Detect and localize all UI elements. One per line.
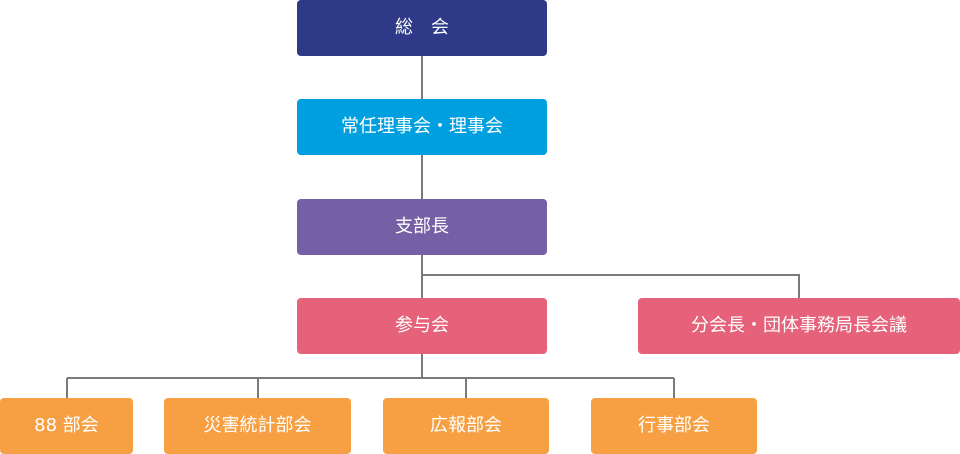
node-committee-public-relations-label: 広報部会: [430, 415, 502, 436]
node-committee-events-label: 行事部会: [638, 415, 710, 436]
node-standing-board-label: 常任理事会・理事会: [341, 116, 503, 137]
node-councilors: 参与会: [297, 298, 547, 354]
node-division-chiefs-meeting-label: 分会長・団体事務局長会議: [691, 315, 907, 336]
node-standing-board: 常任理事会・理事会: [297, 99, 547, 155]
node-division-chiefs-meeting: 分会長・団体事務局長会議: [638, 298, 960, 354]
node-branch-chief: 支部長: [297, 199, 547, 255]
node-committee-events: 行事部会: [591, 398, 757, 454]
node-branch-chief-label: 支部長: [395, 216, 449, 237]
node-committee-public-relations: 広報部会: [383, 398, 549, 454]
node-committee-88-label: 88 部会: [34, 415, 99, 436]
node-committee-88: 88 部会: [0, 398, 133, 454]
node-committee-disaster-statistics: 災害統計部会: [164, 398, 351, 454]
node-general-assembly-label: 総 会: [395, 17, 449, 38]
node-general-assembly: 総 会: [297, 0, 547, 56]
node-committee-disaster-statistics-label: 災害統計部会: [203, 415, 312, 436]
node-councilors-label: 参与会: [395, 315, 449, 336]
connector-chief-division: [422, 274, 800, 298]
